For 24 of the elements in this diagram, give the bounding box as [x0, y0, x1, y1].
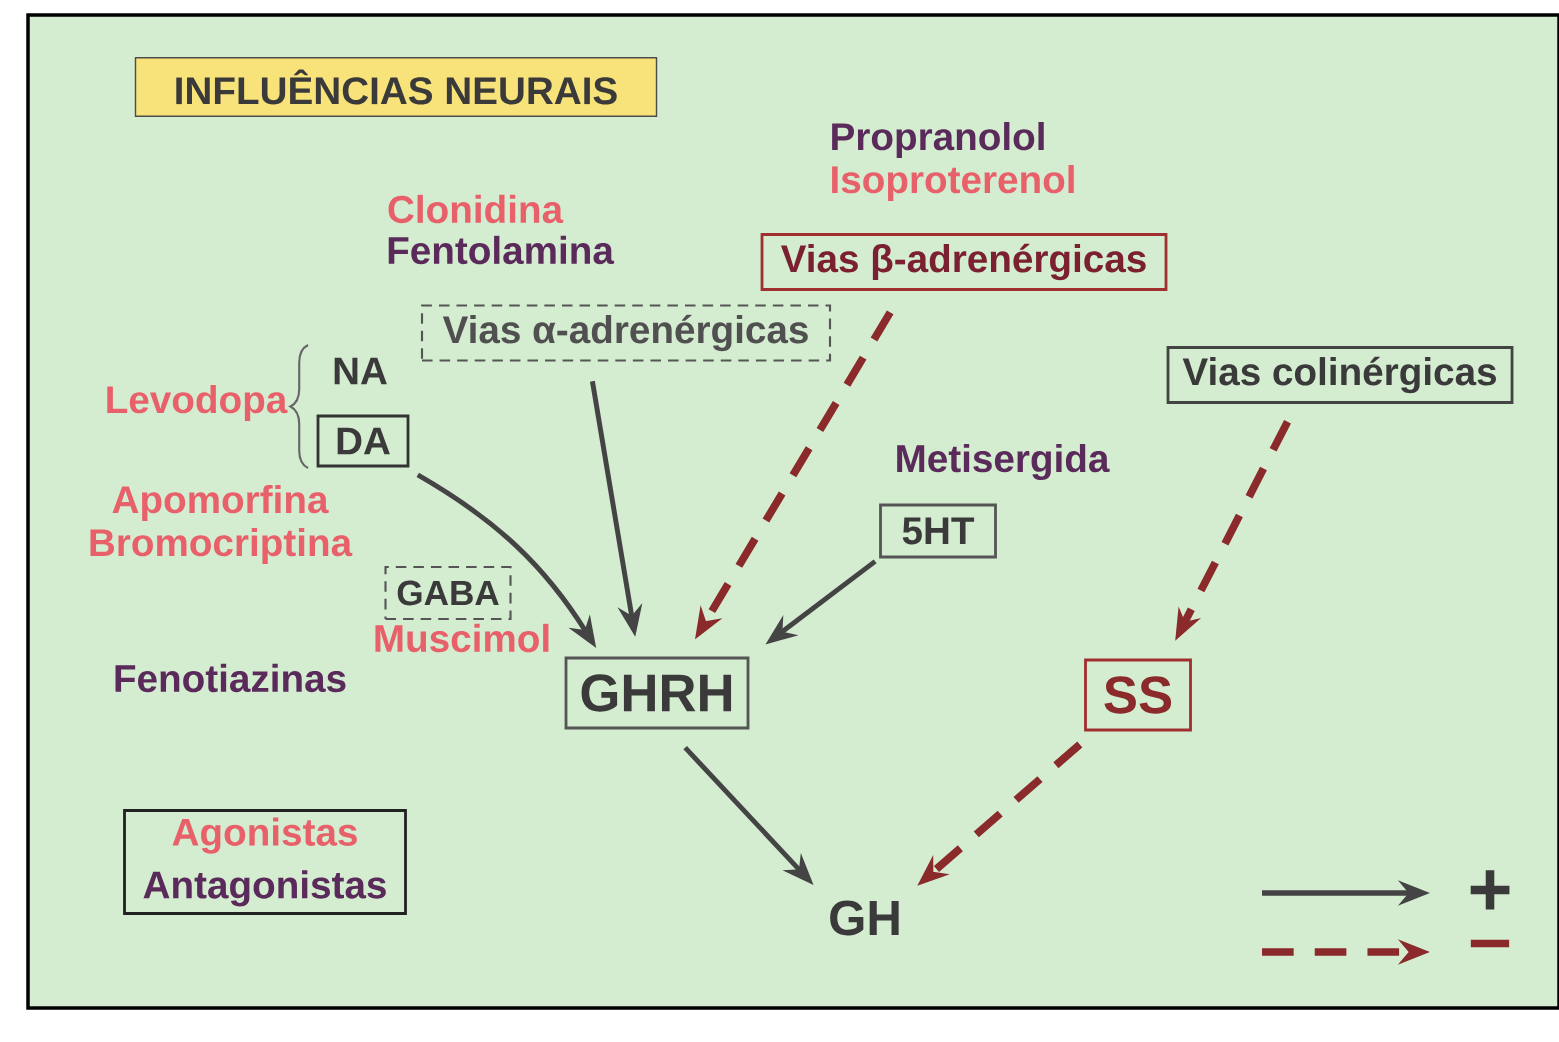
drug-name: Apomorfina: [112, 485, 329, 521]
drug-name: Muscimol: [375, 623, 549, 653]
legend-sign: +: [1470, 870, 1510, 910]
dashed-box: GABA: [384, 565, 512, 621]
legend-sign: –: [1470, 939, 1510, 948]
box: SS: [1084, 658, 1192, 732]
drug-name: Fenotiazinas: [115, 663, 346, 693]
drug-name: Metisergida: [897, 443, 1110, 481]
box: Vias colinérgicas: [1166, 346, 1514, 404]
drug-name: Clonidina: [388, 194, 564, 224]
drug-name: Isoproterenol: [832, 165, 1074, 201]
node-text: GH: [830, 900, 899, 936]
box: Agonistas Antagonistas: [123, 809, 407, 915]
transmitter-label: NA: [334, 357, 387, 385]
box: 5HT: [879, 503, 997, 559]
drug-name: Fentolamina: [388, 235, 615, 265]
box: DA: [316, 414, 410, 468]
drug-name: Propranolol: [832, 122, 1044, 158]
box: Vias β-adrenérgicas: [760, 233, 1168, 291]
drug-name: Levodopa: [107, 385, 288, 421]
drug-name: Bromocriptina: [90, 528, 353, 564]
box: GHRH: [564, 656, 750, 730]
title-box: INFLUÊNCIAS NEURAIS: [134, 57, 658, 117]
dashed-box: Vias α-adrenérgicas: [420, 304, 832, 362]
